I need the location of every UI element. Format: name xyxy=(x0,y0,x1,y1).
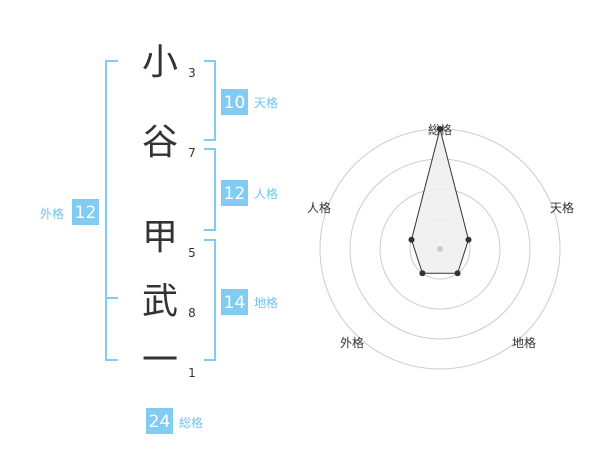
jinkaku-label: 人格 xyxy=(254,186,278,201)
tenkaku-value: 10 xyxy=(224,93,246,113)
chikaku-value-box xyxy=(221,289,248,315)
tenkaku-badge: 10 天格 xyxy=(221,89,278,115)
radar-axis-label-jinkaku: 人格 xyxy=(307,200,331,215)
gaikaku-badge: 外格 12 xyxy=(40,199,99,225)
tenkaku-value-box xyxy=(221,89,248,115)
gaikaku-value-box xyxy=(72,199,99,225)
radar-point-jinkaku xyxy=(408,236,415,243)
radar-axis-labels: 総格 天格 地格 外格 人格 xyxy=(307,122,574,350)
radar-axis-label-tenkaku: 天格 xyxy=(550,200,574,215)
name-char-2-strokes: 7 xyxy=(188,146,196,160)
soukaku-badge: 24 総格 xyxy=(146,408,203,434)
radar-axis-label-soukaku: 総格 xyxy=(428,122,452,137)
name-char-3: 甲 xyxy=(142,217,178,258)
name-char-3-strokes: 5 xyxy=(188,246,196,260)
gaikaku-label: 外格 xyxy=(40,206,64,221)
jinkaku-bracket xyxy=(204,148,216,231)
radar-point-gaikaku xyxy=(419,270,426,277)
gaikaku-value: 12 xyxy=(75,203,97,223)
name-char-5: 一 xyxy=(142,340,178,381)
name-char-5-strokes: 1 xyxy=(188,366,196,380)
jinkaku-value: 12 xyxy=(224,184,246,204)
name-column: 小 3 谷 7 甲 5 武 8 一 1 xyxy=(142,42,196,381)
radar-chart: 総格 天格 地格 外格 人格 xyxy=(307,122,574,370)
chikaku-badge: 14 地格 xyxy=(221,289,278,315)
radar-axis-label-chikaku: 地格 xyxy=(512,335,536,350)
radar-polygon xyxy=(410,128,470,274)
radar-point-soukaku xyxy=(437,126,443,132)
chikaku-bracket xyxy=(204,239,216,361)
fortune-badges: 10 天格 12 人格 14 地格 外格 12 24 総格 xyxy=(40,89,278,434)
name-char-2: 谷 xyxy=(142,122,178,163)
jinkaku-badge: 12 人格 xyxy=(221,180,278,206)
name-char-4-strokes: 8 xyxy=(188,306,196,320)
name-char-4: 武 xyxy=(142,281,178,322)
soukaku-value-box xyxy=(146,408,173,434)
name-char-1: 小 xyxy=(142,42,178,83)
brackets xyxy=(105,60,216,361)
tenkaku-bracket xyxy=(204,60,216,141)
chikaku-value: 14 xyxy=(224,293,246,313)
soukaku-label: 総格 xyxy=(179,415,203,430)
radar-center-point xyxy=(437,246,443,252)
gaikaku-bracket xyxy=(105,60,118,361)
radar-point-tenkaku xyxy=(465,236,472,243)
radar-axis-label-gaikaku: 外格 xyxy=(340,335,364,350)
radar-point-chikaku xyxy=(454,270,461,277)
tenkaku-label: 天格 xyxy=(254,95,278,110)
soukaku-value: 24 xyxy=(149,412,171,432)
name-char-1-strokes: 3 xyxy=(188,66,196,80)
jinkaku-value-box xyxy=(221,180,248,206)
chikaku-label: 地格 xyxy=(254,295,278,310)
radar-shape xyxy=(408,126,472,277)
